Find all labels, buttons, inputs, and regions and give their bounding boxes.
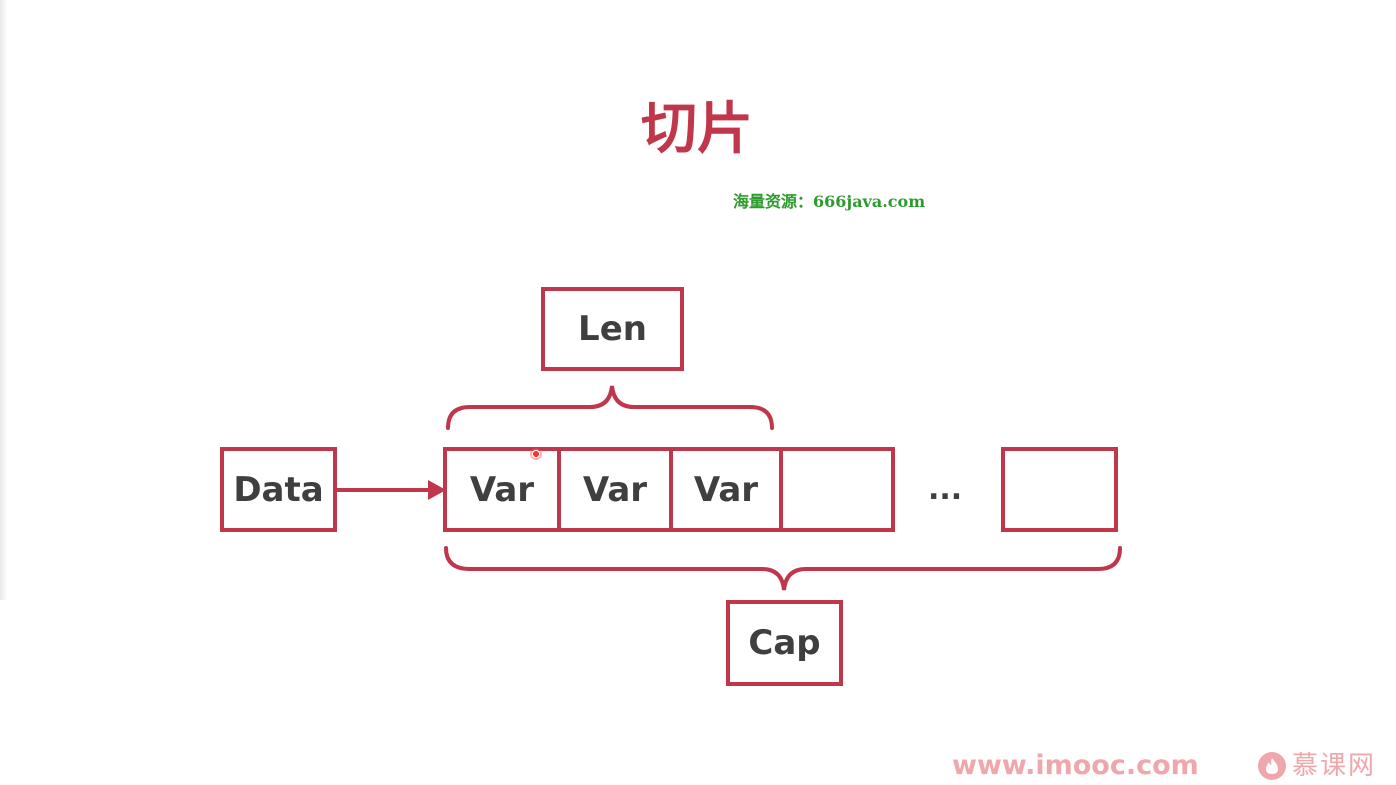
slice-array: Var Var Var [443,447,895,532]
cell-label: Var [469,469,535,510]
cap-brace-icon [444,546,1122,591]
data-label: Data [233,469,324,510]
len-box: Len [541,287,684,371]
data-box: Data [220,447,337,532]
window-left-edge [0,0,8,600]
cell-label: Var [693,469,759,510]
imooc-logo-icon [1258,752,1286,780]
cell-divider [557,451,561,528]
cap-box: Cap [726,600,843,686]
array-cell: Var [561,451,669,528]
logo-text: 慕课网 [1292,751,1377,781]
last-cell-box [1001,447,1118,532]
cell-label: Var [582,469,648,510]
cell-divider [669,451,673,528]
len-brace-icon [446,385,774,430]
footer-url: www.imooc.com [952,750,1199,781]
array-cell [783,451,891,528]
page-title: 切片 [641,97,753,162]
cap-label: Cap [748,623,821,663]
ellipsis: ... [928,472,963,507]
cursor-dot-icon [530,448,542,460]
cell-divider [779,451,783,528]
array-cell: Var [673,451,779,528]
watermark-text: 海量资源：666java.com [733,192,926,211]
array-cell: Var [447,451,557,528]
footer-logo: 慕课网 [1258,748,1376,784]
len-label: Len [578,309,647,349]
